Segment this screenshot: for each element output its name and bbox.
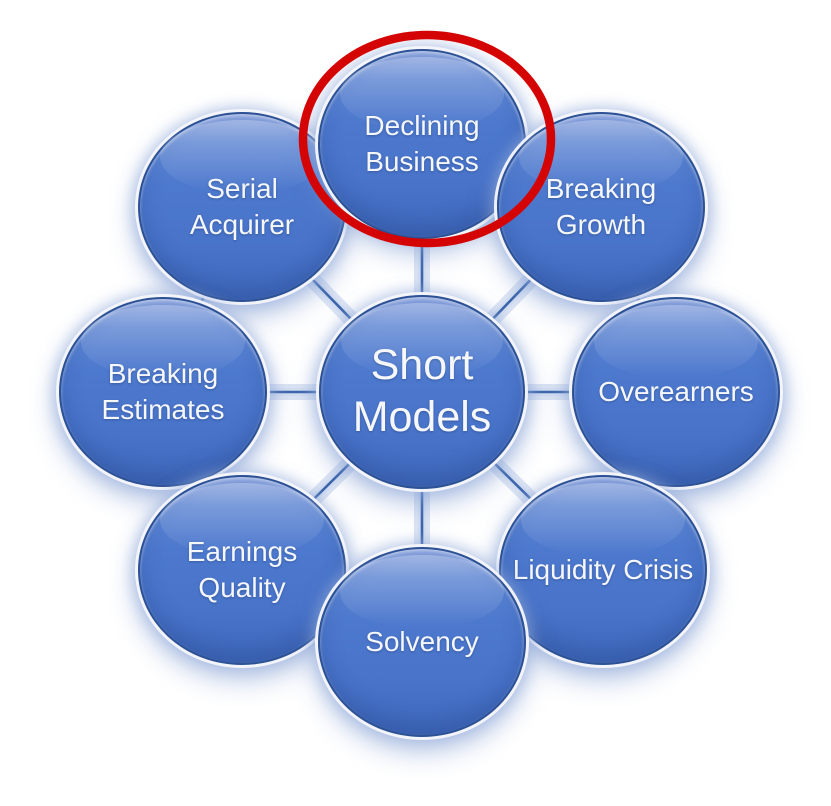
node-label: Breaking Estimates bbox=[101, 357, 225, 425]
node-serial-acquirer: Serial Acquirer bbox=[138, 112, 346, 302]
node-label: Declining Business bbox=[364, 109, 480, 177]
hub-label: Short Models bbox=[352, 341, 492, 441]
node-liquidity-crisis: Liquidity Crisis bbox=[499, 475, 707, 665]
node-overearners: Overearners bbox=[572, 297, 780, 487]
node-label: Serial Acquirer bbox=[189, 172, 295, 240]
node-breaking-growth: Breaking Growth bbox=[497, 112, 705, 302]
node-solvency: Solvency bbox=[318, 547, 526, 737]
node-breaking-estimates: Breaking Estimates bbox=[59, 297, 267, 487]
node-declining-business: Declining Business bbox=[318, 49, 526, 239]
node-hub-short-models: Short Models bbox=[319, 295, 525, 489]
node-label: Liquidity Crisis bbox=[512, 553, 694, 585]
node-label: Overearners bbox=[598, 375, 754, 407]
node-label: Breaking Growth bbox=[545, 172, 657, 240]
node-label: Solvency bbox=[365, 625, 479, 657]
node-earnings-quality: Earnings Quality bbox=[138, 475, 346, 665]
node-label: Earnings Quality bbox=[186, 535, 298, 603]
